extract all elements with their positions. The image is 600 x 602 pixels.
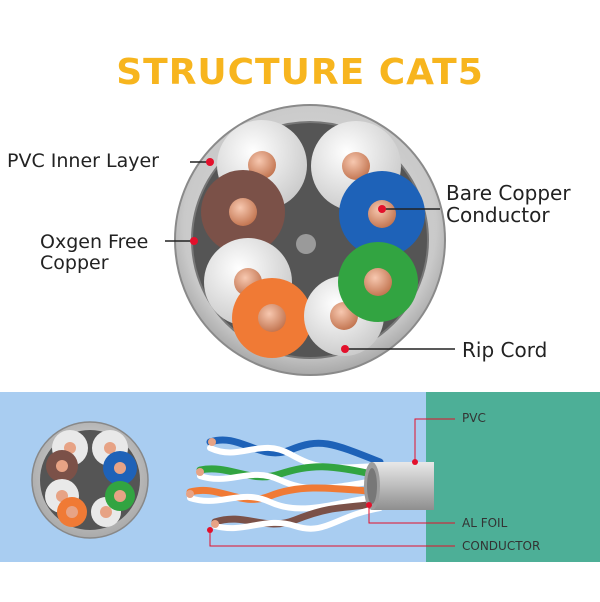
wire-pair-brown <box>201 120 307 254</box>
wire-pair-blue <box>311 121 425 257</box>
label-pvc: PVC <box>462 411 486 425</box>
label-oxygen-free-2: Copper <box>40 252 109 274</box>
outer-sleeve <box>364 462 434 510</box>
wire-pair-green <box>304 242 418 356</box>
oxygen-callout-dot <box>190 237 198 245</box>
label-conductor: CONDUCTOR <box>462 539 541 553</box>
center-spline <box>296 234 316 254</box>
twisted-pairs <box>186 436 384 532</box>
cable-side-view <box>31 418 455 547</box>
label-pvc-inner-layer: PVC Inner Layer <box>7 150 159 172</box>
side-callouts <box>207 418 455 547</box>
cable-cross-section <box>165 104 455 376</box>
label-al-foil: AL FOIL <box>462 516 508 530</box>
small-cross-section <box>31 421 149 539</box>
page-title: STRUCTURE CAT5 <box>116 52 484 93</box>
bare-copper-callout-dot <box>378 205 386 213</box>
label-rip-cord: Rip Cord <box>462 338 548 362</box>
band-green <box>426 392 600 562</box>
rip-cord-callout-dot <box>341 345 349 353</box>
label-bare-copper-2: Conductor <box>446 203 550 227</box>
wire-pair-orange <box>204 238 312 358</box>
label-bare-copper-1: Bare Copper <box>446 181 571 205</box>
pvc-inner-callout-dot <box>206 158 214 166</box>
label-oxygen-free-1: Oxgen Free <box>40 231 149 253</box>
